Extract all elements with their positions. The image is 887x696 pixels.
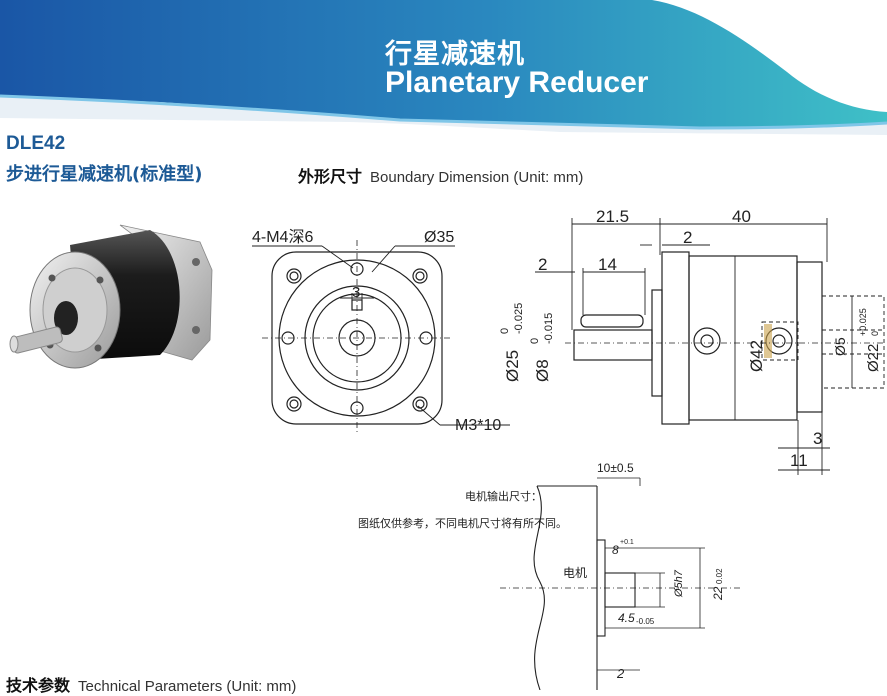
dim-8-tol: +0.1 — [620, 539, 634, 546]
header-banner — [0, 0, 887, 135]
dim-flange: Ø22 — [865, 344, 882, 372]
model-code: DLE42 — [6, 133, 66, 154]
front-view-drawing: 4-M4深6 Ø35 3 M3*10 — [252, 228, 510, 434]
dim-8: 8 — [612, 543, 619, 557]
label-center: 3 — [352, 284, 360, 301]
product-photo — [9, 224, 213, 369]
dim-45: 4.5 — [618, 611, 635, 625]
label-pcd: Ø35 — [424, 229, 454, 246]
dim-rear: 11 — [790, 451, 808, 470]
dim-step: 2 — [683, 228, 692, 247]
label-screw: M3*10 — [455, 417, 501, 434]
dim-shoulder: 2 — [538, 255, 547, 274]
dim-flange-tol-upper: +0.025 — [858, 308, 868, 336]
label-holes: 4-M4深6 — [252, 228, 313, 246]
dim-45-tol: -0.05 — [636, 617, 655, 626]
motor-output-sketch: 10±0.5 电机输出尺寸： 图纸仅供参考，不同电机尺寸将有所不同。 电机 8 … — [358, 461, 740, 690]
dim-22-tol: 0.02 — [715, 568, 724, 584]
dim-pilot-tol-lower: -0.025 — [513, 303, 525, 334]
dim-key: 14 — [598, 255, 617, 274]
dim-flange-tol-lower: 0 — [870, 331, 880, 336]
dimension-title-en: Boundary Dimension (Unit: mm) — [370, 169, 584, 186]
dim-pilot: Ø25 — [503, 350, 522, 382]
dim-shaft-tol-upper: 0 — [529, 338, 541, 344]
banner-title-cn: 行星减速机 — [385, 39, 525, 70]
note-1: 电机输出尺寸： — [465, 489, 542, 503]
params-title-en: Technical Parameters (Unit: mm) — [78, 678, 297, 695]
motor-label: 电机 — [563, 566, 587, 580]
dim-top: 10±0.5 — [597, 461, 634, 475]
dimension-section-title: 外形尺寸 Boundary Dimension (Unit: mm) — [298, 163, 583, 187]
dimension-title-cn: 外形尺寸 — [298, 167, 363, 186]
side-view-drawing: 21.5 40 2 2 14 Ø25 0 -0.025 Ø8 0 -0.015 … — [500, 207, 886, 475]
dim-pilot-tol-upper: 0 — [500, 328, 511, 334]
params-title-cn: 技术参数 — [6, 676, 71, 695]
dim-shaft: Ø8 — [533, 359, 552, 382]
note-2: 图纸仅供参考，不同电机尺寸将有所不同。 — [358, 516, 567, 530]
dim-body: Ø42 — [747, 340, 766, 372]
banner-title-en: Planetary Reducer — [385, 66, 649, 99]
model-name: 步进行星减速机(标准型) — [6, 164, 203, 185]
dim-shaft-tol-lower: -0.015 — [543, 313, 555, 344]
dim-total-body: 40 — [732, 207, 751, 226]
dim-2: 2 — [616, 666, 625, 681]
dim-22: 22 — [711, 586, 725, 601]
params-section-title: 技术参数 Technical Parameters (Unit: mm) — [6, 672, 296, 696]
dim-5h7: Ø5h7 — [673, 569, 685, 598]
dim-total-front: 21.5 — [596, 207, 629, 226]
dim-bore: Ø5 — [832, 337, 848, 356]
dim-rear-small: 3 — [813, 429, 822, 448]
